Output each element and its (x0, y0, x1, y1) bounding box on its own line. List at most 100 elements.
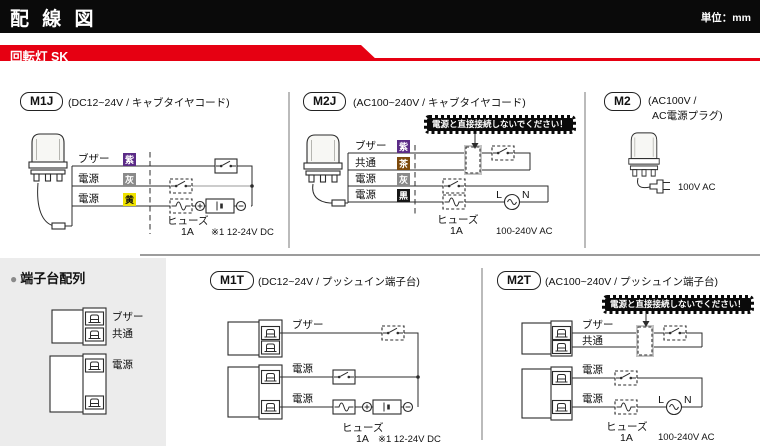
svg-text:灰: 灰 (125, 174, 134, 185)
wire-label: 電源 (355, 188, 376, 201)
ac-source-icon (503, 193, 521, 211)
wire-label: 電源 (78, 192, 99, 205)
buzzer-switch-box (491, 145, 515, 161)
wire-color-badge (123, 173, 136, 186)
wire-label: ブザー (355, 139, 387, 152)
fuse-rating: 1A (620, 432, 633, 444)
wire-label: ブザー (582, 318, 614, 331)
wire-label: 電源 (355, 172, 376, 185)
m2j-diagram: ブザー 共通 電源 電源 紫 茶 灰 黒 L N ヒューズ 1A 100-240… (303, 133, 553, 237)
wire-color-badge (397, 157, 410, 170)
model-box-m1j: M1J (20, 92, 64, 111)
warning-burst-m2j: 電源と直接接続しないでください！ (424, 114, 576, 135)
terminal-block (49, 353, 107, 415)
svg-text:黒: 黒 (399, 191, 408, 201)
fuse-label: ヒューズ (606, 420, 647, 433)
dc-note: ※1 12-24V DC (211, 227, 274, 238)
plug-prongs (663, 182, 670, 190)
beacon-icon (28, 133, 68, 182)
wire-color-badge (123, 193, 136, 206)
m1j-diagram: ブザー 電源 電源 紫 灰 黄 ヒューズ 1A ※1 12-24V DC (28, 133, 274, 238)
svg-text:茶: 茶 (398, 158, 409, 169)
fuse-label: ヒューズ (342, 421, 383, 434)
unit-label: 単位：mm (700, 12, 751, 24)
warning-arrowhead (471, 143, 479, 149)
power-switch-box (169, 178, 193, 194)
terminal-layout-box (0, 258, 166, 446)
external-component-box (465, 146, 481, 174)
series-banner (0, 45, 378, 61)
header-bar (0, 0, 760, 33)
wire-label: ブザー (292, 318, 324, 331)
cord-connector (51, 222, 66, 230)
ac-source-icon (665, 398, 683, 416)
junction-dot (250, 184, 254, 188)
model-box-m2j: M2J (303, 92, 347, 111)
spec-m2j: (AC100~240V / キャブタイヤコード) (353, 97, 526, 109)
spec-m2-line1: (AC100V / (648, 95, 697, 107)
cord-connector (331, 199, 346, 207)
power-switch-box (614, 370, 638, 386)
buzzer-switch-box (381, 325, 405, 341)
svg-text:灰: 灰 (399, 174, 408, 185)
fuse-label: ヒューズ (437, 213, 478, 226)
cord (637, 177, 651, 189)
spec-m2-line2: AC電源プラグ) (652, 110, 723, 122)
spec-m1t: (DC12~24V / プッシュイン端子台) (258, 276, 420, 288)
terminal-layout-heading: ●端子台配列 (10, 271, 86, 286)
model-box-m2: M2 (604, 92, 641, 111)
wire-color-badge (397, 173, 410, 186)
dc-note: ※1 12-24V DC (378, 434, 441, 445)
svg-text:黄: 黄 (125, 194, 134, 205)
warning-arrowhead (642, 321, 650, 327)
page-title: 配 線 図 (10, 9, 98, 30)
terminal-label: 電源 (112, 358, 133, 371)
supply-label: 100-240V AC (658, 432, 715, 443)
wire-label: 電源 (582, 392, 603, 405)
ac-n-label: N (522, 189, 530, 201)
terminal-label: 共通 (112, 328, 133, 340)
wire-label: 電源 (582, 363, 603, 376)
cord (312, 183, 348, 204)
wire-label: 電源 (78, 172, 99, 185)
buzzer-switch-box (214, 158, 238, 174)
model-box-m1t: M1T (210, 271, 254, 290)
fuse-rating: 1A (450, 225, 463, 237)
m2t-diagram: ブザー 共通 電源 電源 L N ヒューズ 1A 100-240V AC (521, 313, 715, 444)
wire-color-badge (397, 140, 410, 153)
m2-diagram: 100V AC (628, 132, 716, 194)
terminal-label: ブザー (112, 310, 144, 323)
model-box-m2t: M2T (497, 271, 541, 290)
wire-color-badge (397, 189, 410, 202)
svg-text:紫: 紫 (125, 154, 134, 165)
warning-burst-m2t: 電源と直接接続しないでください！ (602, 294, 754, 315)
wire-label: 電源 (292, 392, 313, 405)
terminal-block (521, 366, 573, 421)
external-component-box (637, 326, 653, 356)
wire-label: 電源 (292, 362, 313, 375)
terminal-block (51, 307, 107, 346)
cord (37, 182, 72, 227)
series-underline (0, 58, 760, 61)
series-label: 回転灯 SK (10, 50, 69, 64)
supply-label: 100-240V AC (496, 226, 553, 237)
fuse-rating: 1A (356, 433, 369, 445)
spec-m2t: (AC100~240V / プッシュイン端子台) (545, 276, 719, 288)
terminal-block (227, 319, 283, 358)
fuse-rating: 1A (181, 226, 194, 238)
battery-icon (361, 398, 414, 416)
bullet-icon: ● (10, 272, 18, 286)
terminal-block (521, 320, 573, 357)
ac-n-label: N (684, 394, 692, 406)
svg-text:紫: 紫 (399, 141, 408, 152)
beacon-icon (303, 134, 343, 183)
ac-l-label: L (658, 394, 664, 406)
junction-dot (416, 375, 420, 379)
m1t-diagram: ブザー 電源 電源 ヒューズ 1A ※1 12-24V DC (227, 318, 441, 445)
wire-label: 共通 (582, 335, 603, 347)
wire-label: 共通 (355, 157, 376, 169)
fuse-label: ヒューズ (167, 214, 208, 227)
supply-label: 100V AC (678, 182, 716, 193)
power-switch-box (442, 178, 466, 194)
